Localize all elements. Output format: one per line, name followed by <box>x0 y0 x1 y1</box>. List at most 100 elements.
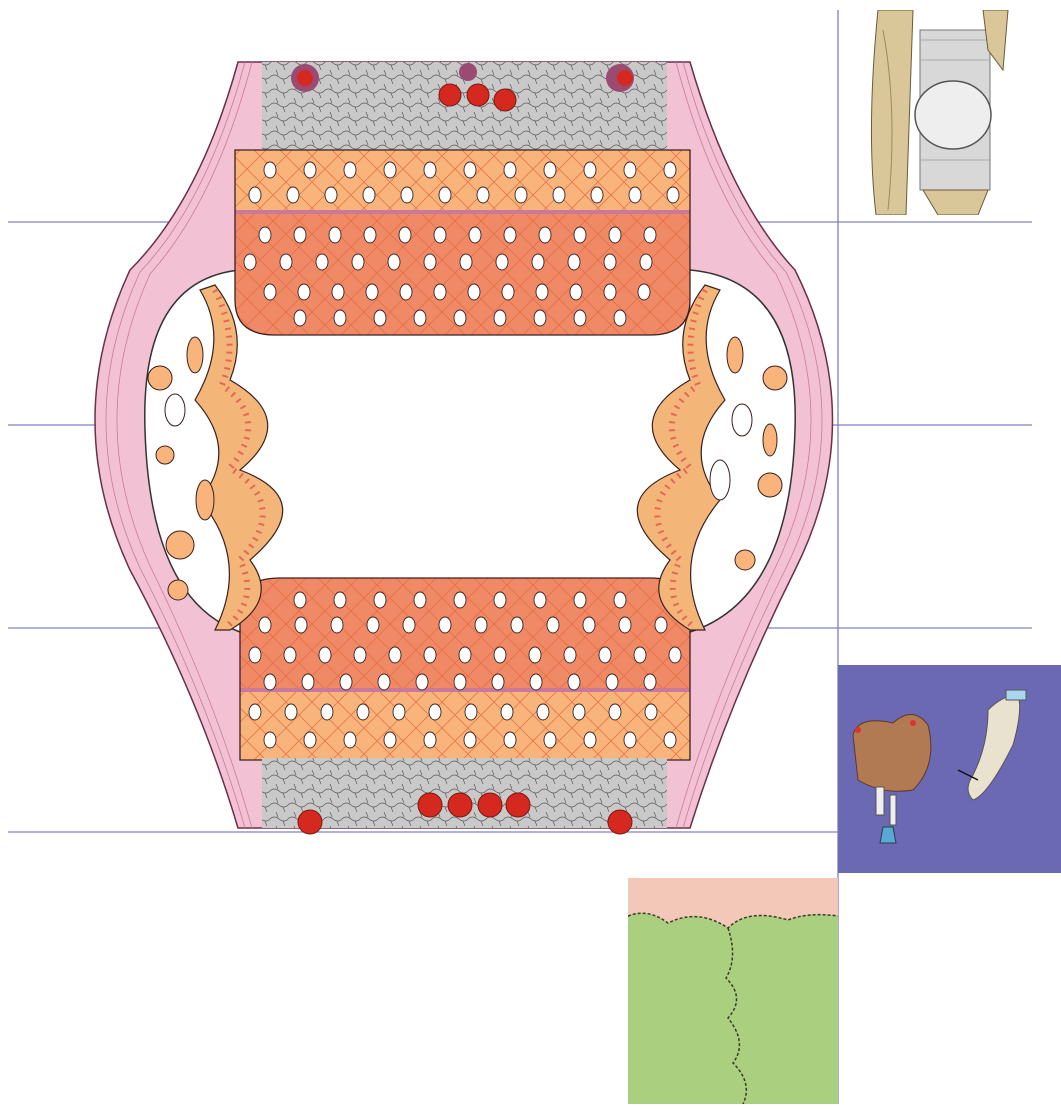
chondrocyte <box>638 284 650 300</box>
chondrocyte <box>606 674 618 690</box>
chondrocyte <box>568 674 580 690</box>
chondrocyte <box>564 647 576 663</box>
chondrocyte <box>280 254 292 270</box>
chondrocyte <box>504 227 516 243</box>
chondrocyte <box>334 310 346 326</box>
chondrocyte <box>547 617 559 633</box>
chondrocyte <box>244 254 256 270</box>
chondrocyte <box>332 284 344 300</box>
joint-comparison-inset <box>838 665 1061 873</box>
chondrocyte <box>599 647 611 663</box>
chondrocyte <box>530 674 542 690</box>
chondrocyte <box>624 162 636 178</box>
chondrocyte <box>459 647 471 663</box>
skull-suture-closeup <box>628 878 838 1104</box>
upper-articular-cartilage <box>235 150 690 335</box>
chondrocyte <box>388 254 400 270</box>
chondrocyte <box>401 187 413 203</box>
chondrocyte <box>294 310 306 326</box>
knee-anatomy-inset <box>858 10 1013 215</box>
chondrocyte <box>534 310 546 326</box>
chondrocyte <box>464 162 476 178</box>
chondrocyte <box>302 674 314 690</box>
chondrocyte <box>645 704 657 720</box>
chondrocyte <box>553 187 565 203</box>
chondrocyte <box>644 674 656 690</box>
chondrocyte <box>363 187 375 203</box>
chondrocyte <box>414 592 426 608</box>
chondrocyte <box>294 592 306 608</box>
chondrocyte <box>494 647 506 663</box>
chondrocyte <box>264 674 276 690</box>
chondrocyte <box>331 617 343 633</box>
chondrocyte <box>374 592 386 608</box>
chondrocyte <box>374 310 386 326</box>
chondrocyte <box>574 592 586 608</box>
chondrocyte <box>539 227 551 243</box>
chondrocyte <box>614 592 626 608</box>
chondrocyte <box>325 187 337 203</box>
chondrocyte <box>304 162 316 178</box>
chondrocyte <box>584 162 596 178</box>
chondrocyte <box>664 732 676 748</box>
chondrocyte <box>424 254 436 270</box>
chondrocyte <box>424 647 436 663</box>
chondrocyte <box>264 732 276 748</box>
chondrocyte <box>294 227 306 243</box>
chondrocyte <box>464 732 476 748</box>
chondrocyte <box>494 592 506 608</box>
chondrocyte <box>454 310 466 326</box>
chondrocyte <box>352 254 364 270</box>
chondrocyte <box>264 284 276 300</box>
chondrocyte <box>340 674 352 690</box>
chondrocyte <box>287 187 299 203</box>
chondrocyte <box>344 162 356 178</box>
chondrocyte <box>259 227 271 243</box>
bone-joint-illustrations <box>838 665 1061 873</box>
chondrocyte <box>534 592 546 608</box>
chondrocyte <box>644 227 656 243</box>
chondrocyte <box>570 284 582 300</box>
lower-bone <box>262 758 667 828</box>
chondrocyte <box>573 704 585 720</box>
chondrocyte <box>669 647 681 663</box>
chondrocyte <box>492 674 504 690</box>
chondrocyte <box>389 647 401 663</box>
chondrocyte <box>544 732 556 748</box>
chondrocyte <box>609 227 621 243</box>
chondrocyte <box>537 704 549 720</box>
chondrocyte <box>367 617 379 633</box>
chondrocyte <box>284 647 296 663</box>
suture-closeup-inset <box>628 878 838 1104</box>
chondrocyte <box>475 617 487 633</box>
chondrocyte <box>454 592 466 608</box>
chondrocyte <box>511 617 523 633</box>
chondrocyte <box>574 227 586 243</box>
chondrocyte <box>321 704 333 720</box>
chondrocyte <box>504 162 516 178</box>
chondrocyte <box>604 284 616 300</box>
chondrocyte <box>640 254 652 270</box>
chondrocyte <box>384 162 396 178</box>
chondrocyte <box>285 704 297 720</box>
chondrocyte <box>502 284 514 300</box>
chondrocyte <box>504 732 516 748</box>
chondrocyte <box>304 732 316 748</box>
chondrocyte <box>403 617 415 633</box>
chondrocyte <box>532 254 544 270</box>
chondrocyte <box>584 732 596 748</box>
chondrocyte <box>439 187 451 203</box>
chondrocyte <box>496 254 508 270</box>
chondrocyte <box>574 310 586 326</box>
chondrocyte <box>468 284 480 300</box>
chondrocyte <box>378 674 390 690</box>
chondrocyte <box>624 732 636 748</box>
chondrocyte <box>249 704 261 720</box>
chondrocyte <box>664 162 676 178</box>
chondrocyte <box>364 227 376 243</box>
chondrocyte <box>249 187 261 203</box>
chondrocyte <box>434 284 446 300</box>
knee-anatomy-illustration <box>858 10 1013 215</box>
chondrocyte <box>384 732 396 748</box>
